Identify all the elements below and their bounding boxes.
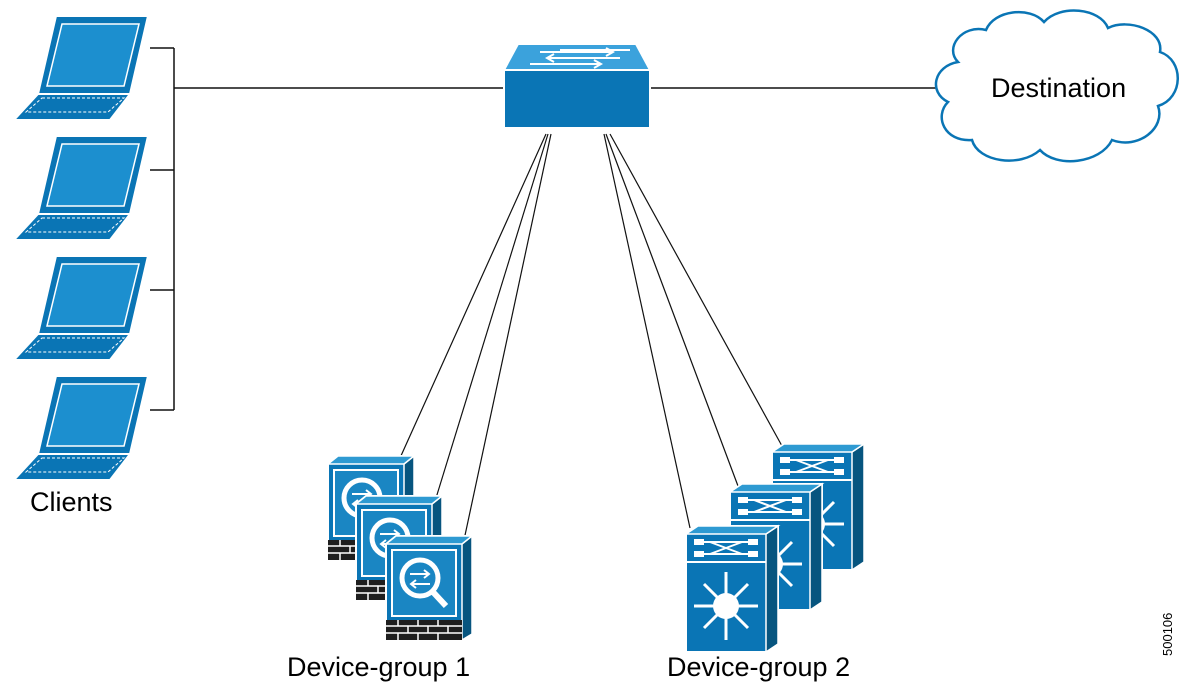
laptop-icon xyxy=(13,375,149,481)
firewall-icon xyxy=(386,536,472,640)
group2-links xyxy=(603,133,783,529)
destination-label: Destination xyxy=(991,73,1127,103)
device-group-1-label: Device-group 1 xyxy=(287,652,471,682)
clients-label: Clients xyxy=(30,487,113,517)
figure-id-label: 500106 xyxy=(1160,612,1175,656)
multilayer-switch-icon xyxy=(684,524,780,654)
laptop-icon xyxy=(13,15,149,121)
switch-icon xyxy=(502,43,652,129)
clients-group xyxy=(13,15,149,481)
device-group-2-label: Device-group 2 xyxy=(667,652,851,682)
cloud-icon xyxy=(934,9,1179,163)
group1-links xyxy=(399,133,552,541)
client-bus-lines xyxy=(150,47,510,411)
laptop-icon xyxy=(13,135,149,241)
device-group-2 xyxy=(684,442,866,654)
laptop-icon xyxy=(13,255,149,361)
device-group-1 xyxy=(328,456,472,640)
